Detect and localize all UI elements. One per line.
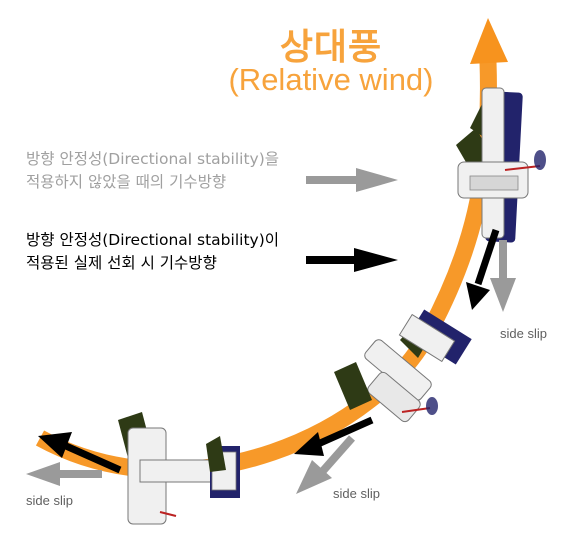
title-korean: 상대풍 bbox=[279, 27, 383, 68]
aircraft-2 bbox=[334, 309, 472, 423]
relative-wind-arrowhead bbox=[470, 18, 508, 64]
black-heading-arrow-1 bbox=[466, 228, 500, 310]
legend-gray-arrow bbox=[306, 168, 398, 192]
title-english: (Relative wind) bbox=[228, 62, 434, 97]
legend-no-stability-line2: 적용하지 않았을 때의 기수방향 bbox=[26, 173, 227, 191]
side-slip-label-1: side slip bbox=[500, 326, 547, 341]
side-slip-arrow-1 bbox=[490, 240, 516, 312]
side-slip-arrow-2 bbox=[296, 435, 355, 494]
legend-with-stability: 방향 안정성(Directional stability)이 적용된 실제 선회… bbox=[26, 229, 279, 275]
side-slip-label-2: side slip bbox=[333, 486, 380, 501]
legend-with-stability-line2: 적용된 실제 선회 시 기수방향 bbox=[26, 254, 217, 272]
aircraft-3 bbox=[118, 412, 240, 525]
black-heading-arrow-3 bbox=[38, 432, 122, 474]
side-slip-label-3: side slip bbox=[26, 493, 73, 508]
black-heading-arrow-2 bbox=[294, 416, 374, 456]
legend-with-stability-line1: 방향 안정성(Directional stability)이 bbox=[26, 231, 279, 249]
legend-black-arrow bbox=[306, 248, 398, 272]
side-slip-arrow-3 bbox=[26, 462, 102, 486]
legend-no-stability-line1: 방향 안정성(Directional stability)을 bbox=[26, 150, 279, 168]
legend-no-stability: 방향 안정성(Directional stability)을 적용하지 않았을 … bbox=[26, 148, 279, 194]
